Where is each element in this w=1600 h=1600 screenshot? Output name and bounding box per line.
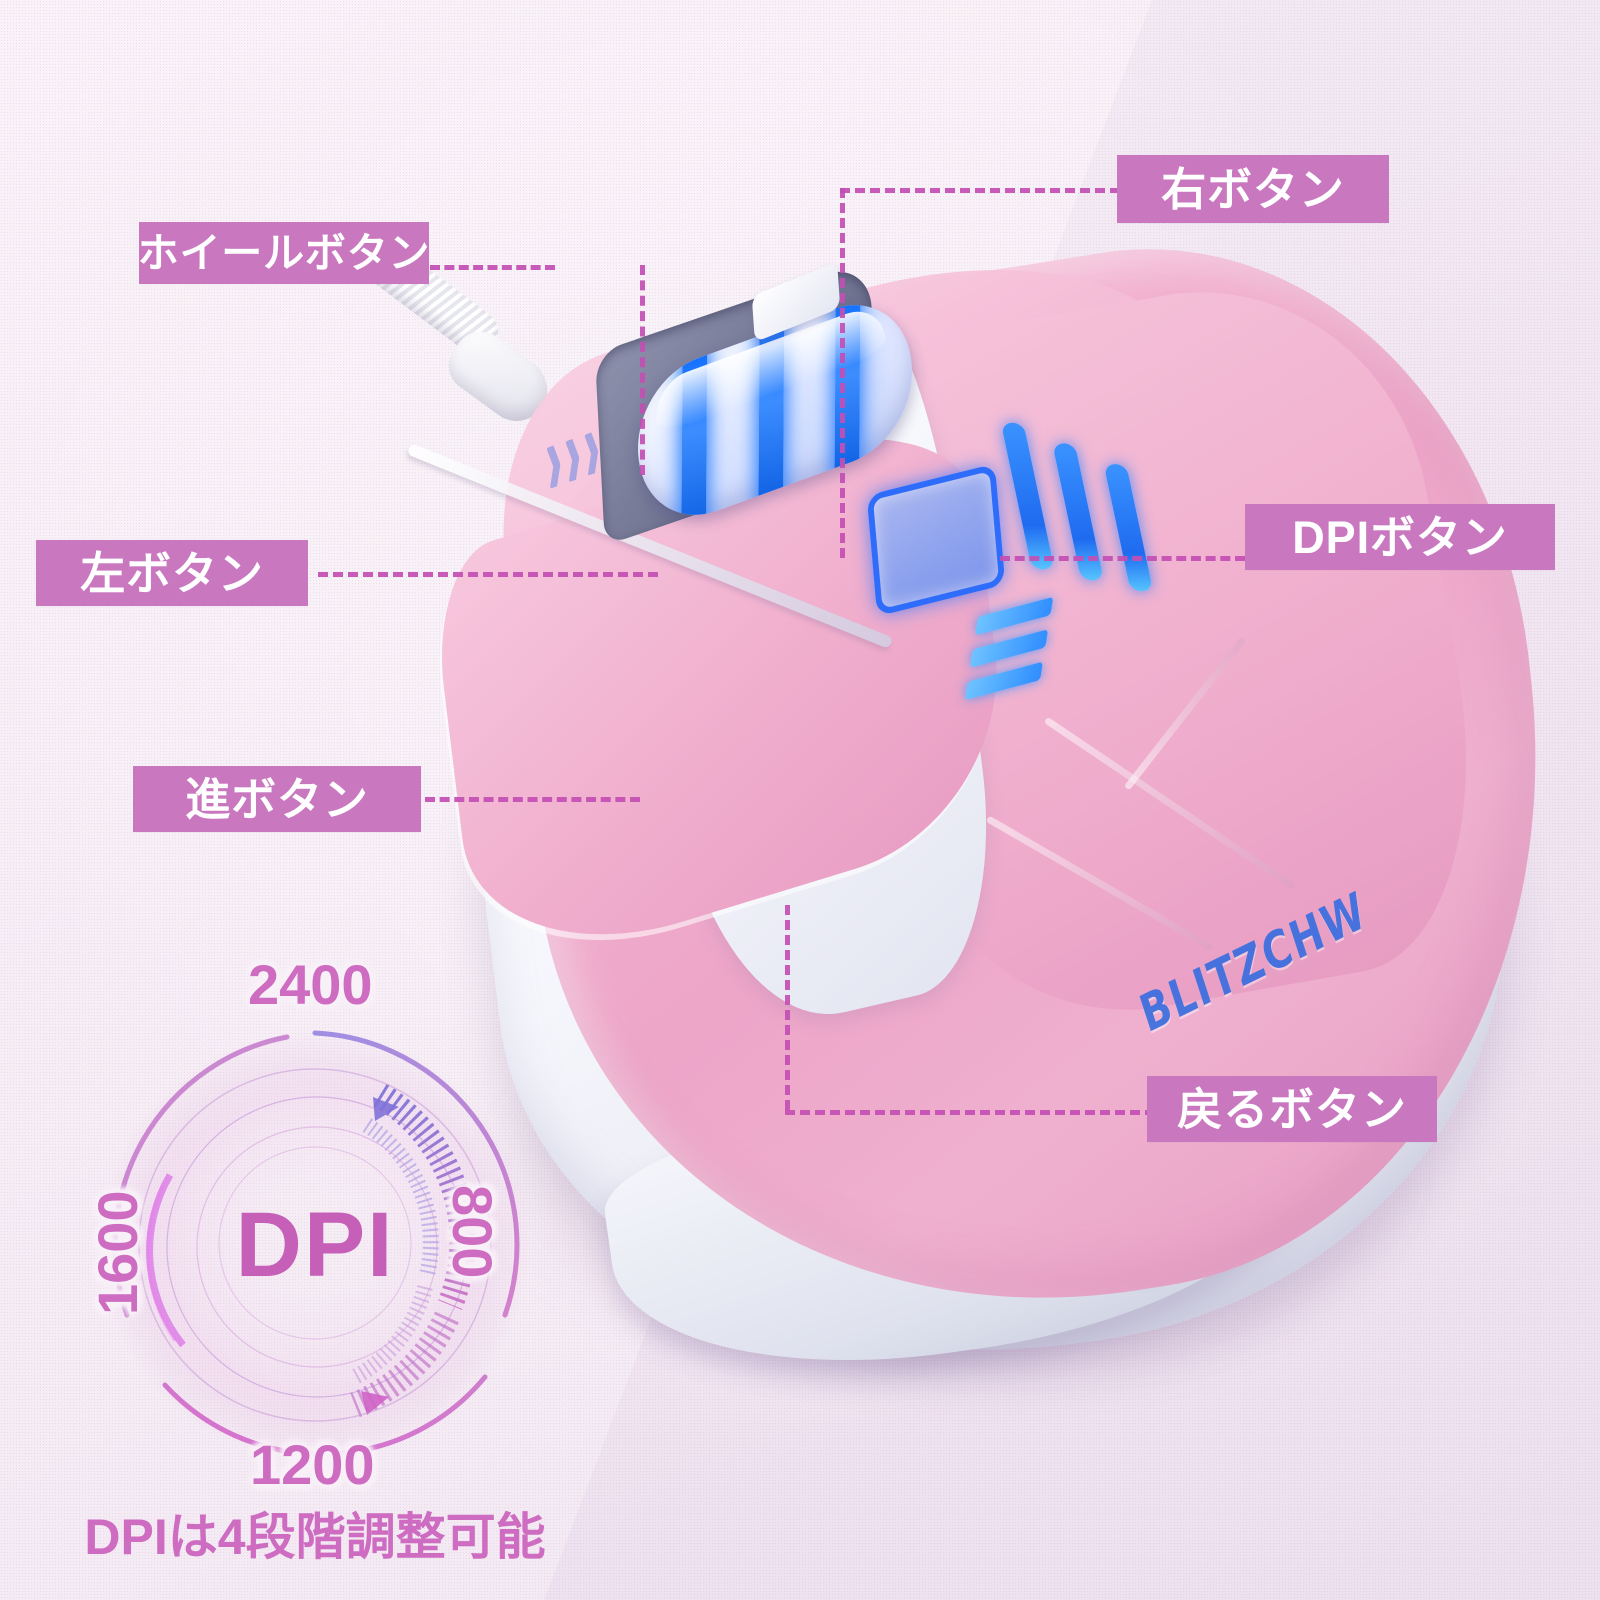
chevron-mark [546,444,562,489]
chevron-mark [584,431,600,476]
dial-value-left: 1600 [86,1190,149,1315]
leader-line-back-button-vertical [785,905,790,1110]
callout-dpi-button[interactable]: DPIボタン [1245,504,1555,570]
dial-value-bottom: 1200 [250,1433,375,1496]
dial-inner-tick-ring [351,1118,439,1385]
leader-line-right-button-vertical [840,188,845,558]
dpi-dial-graphic: DPI 2400 800 1200 1600 [55,957,575,1505]
dial-tick-ring [349,1083,476,1418]
callout-left-button[interactable]: 左ボタン [36,540,308,606]
dial-ring [138,1068,492,1422]
callout-back-button[interactable]: 戻るボタン [1147,1076,1437,1142]
dial-arrow-bottom [361,1391,389,1415]
dial-ring [196,1126,438,1368]
dial-value-top: 2400 [248,953,373,1016]
dpi-dial-caption: DPIは4段階調整可能 [84,1509,546,1565]
dial-outer-arc-left [112,1034,290,1318]
callout-right-button[interactable]: 右ボタン [1117,155,1389,223]
dial-ring [218,1146,412,1340]
dial-value-right: 800 [441,1185,504,1279]
dial-center-label-wrap: DPI [55,985,575,1505]
callout-wheel-button[interactable]: ホイールボタン [137,222,431,284]
callout-forward-button-label: 進ボタン [185,773,369,825]
dpi-dial-svg [100,1030,530,1460]
leader-line-wheel-button-vertical [640,265,645,475]
chevron-mark [565,437,581,482]
dial-arrow-top [373,1097,399,1121]
dial-center-label: DPI [235,1193,395,1296]
callout-dpi-button-label: DPIボタン [1292,511,1508,563]
callout-wheel-button-label: ホイールボタン [137,229,431,276]
leader-line-back-button [785,1110,1155,1115]
callout-forward-button[interactable]: 進ボタン [133,766,421,832]
leader-line-left-button [318,572,658,577]
leader-line-right-button [840,188,1120,193]
leader-line-forward-button [425,797,640,802]
dial-outer-arc-bottom [162,1374,488,1457]
dial-ring [166,1096,468,1398]
callout-left-button-label: 左ボタン [80,547,264,599]
leader-line-dpi-button [1000,556,1245,561]
dial-glow [100,1030,530,1460]
dial-left-highlight-thin [146,1184,177,1342]
dpi-indicator-led [969,629,1049,668]
callout-back-button-label: 戻るボタン [1177,1083,1407,1135]
dial-outer-arc-right [312,1030,520,1318]
dial-left-highlight [146,1173,186,1348]
leader-line-wheel-button [430,265,555,270]
callout-right-button-label: 右ボタン [1161,163,1345,215]
